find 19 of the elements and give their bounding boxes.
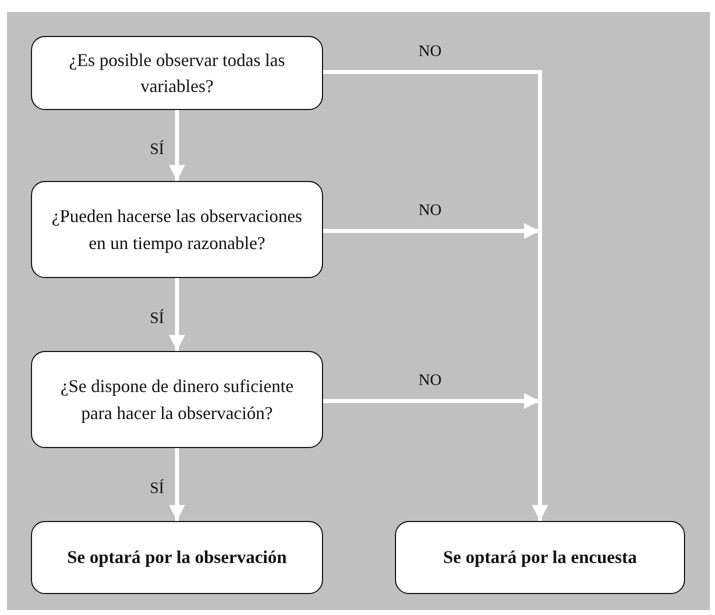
question-text: ¿Pueden hacerse las observaciones en un tiempo razonable? (50, 205, 304, 255)
edge-label: NO (418, 373, 442, 389)
question-text: ¿Se dispone de dinero suficiente para hacer la observación? (60, 375, 294, 425)
outcome-text: Se optará por la encuesta (443, 546, 637, 570)
arrow (169, 448, 185, 521)
question-box (31, 181, 323, 278)
outcome-box (395, 521, 685, 594)
edge-label: SÍ (150, 480, 164, 496)
edge-label: NO (418, 203, 442, 219)
question-box (31, 351, 323, 448)
edge-label: NO (418, 44, 442, 60)
question-box (31, 36, 323, 110)
question-text: ¿Es posible observar todas las variables? (68, 48, 286, 98)
arrow (169, 110, 185, 181)
edge-label: SÍ (150, 310, 164, 326)
outcome-text: Se optará por la observación (67, 546, 287, 570)
edge-label: SÍ (150, 142, 164, 158)
arrow (169, 278, 185, 351)
outcome-box (31, 521, 323, 594)
